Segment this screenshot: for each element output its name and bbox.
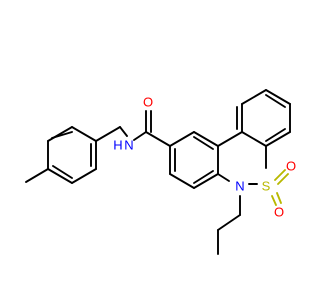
carbonyl-aryl-bond xyxy=(145,131,171,147)
ring-nitrogen-label: N xyxy=(235,179,244,194)
bond xyxy=(169,173,195,189)
bond xyxy=(241,131,267,147)
bond xyxy=(217,131,243,147)
bond xyxy=(241,89,267,105)
s-o-bond-2-inner xyxy=(276,192,282,204)
bond xyxy=(193,136,214,150)
bond xyxy=(169,131,195,147)
bond xyxy=(265,94,286,108)
sulfur-label: S xyxy=(262,179,271,194)
sulfonyl-oxygen-1-label: O xyxy=(286,159,296,174)
aryl-n-bond xyxy=(217,173,230,182)
ethyl-bond xyxy=(217,214,241,231)
bond xyxy=(265,128,286,142)
amide-hydrogen-label: H xyxy=(113,138,122,153)
bond xyxy=(71,168,97,184)
structure-diagram: O N H N S O O xyxy=(0,0,300,300)
amide-oxygen-label: O xyxy=(143,95,153,110)
sulfonyl-oxygen-2-label: O xyxy=(274,205,284,220)
bond xyxy=(265,89,291,105)
canvas-background xyxy=(0,0,300,300)
aryl-ring xyxy=(169,131,219,189)
bond xyxy=(47,168,73,184)
phenyl-ring xyxy=(217,89,291,147)
bond xyxy=(71,126,97,142)
bond xyxy=(51,131,73,139)
methyl-bond xyxy=(25,168,49,183)
bond xyxy=(193,170,214,184)
s-o-bond-1-inner xyxy=(277,173,289,185)
bond xyxy=(52,165,73,179)
s-o-bond-1 xyxy=(274,169,286,181)
benzyl-ch2-bond xyxy=(95,126,121,142)
bond xyxy=(193,173,219,189)
bond xyxy=(193,131,219,147)
s-o-bond-2 xyxy=(271,195,277,206)
bond xyxy=(265,131,291,147)
n-carbonyl-bond xyxy=(133,131,147,141)
ch2-n-bond xyxy=(119,126,128,137)
molecule-svg: O N H N S O O xyxy=(0,0,300,300)
tolyl-ring xyxy=(47,126,97,184)
amide-nitrogen-label: N xyxy=(124,138,133,153)
